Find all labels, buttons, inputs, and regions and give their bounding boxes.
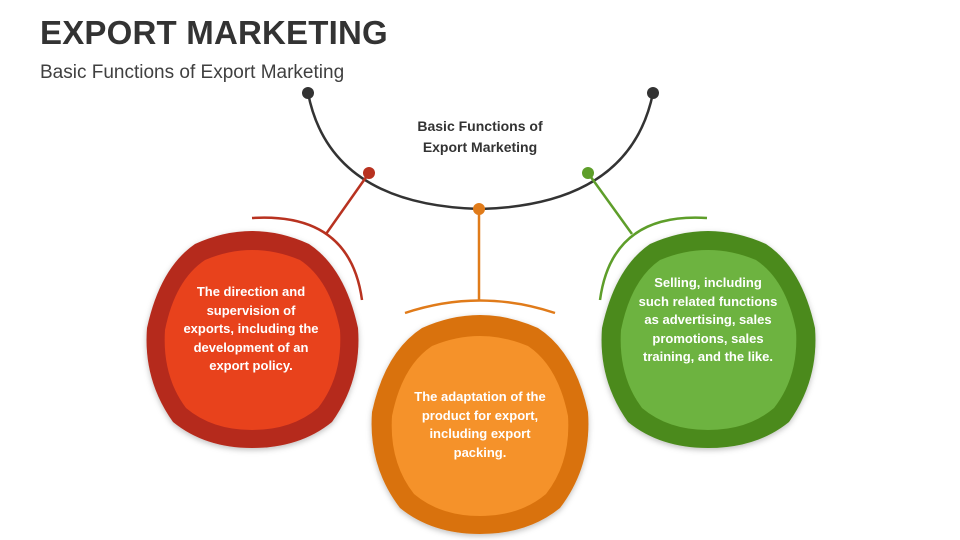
card-red-text: The direction and supervision of exports…: [183, 284, 319, 373]
accent-arc-green: [598, 216, 708, 301]
accent-arc-orange: [404, 299, 556, 315]
connector-dot-red: [363, 167, 375, 179]
card-orange: [371, 315, 589, 534]
center-label: Basic Functions of Export Marketing: [380, 116, 580, 158]
center-label-line2: Export Marketing: [422, 139, 538, 155]
card-green: [601, 231, 816, 448]
card-green-inner: [620, 250, 797, 430]
arc-endpoint-right: [647, 87, 659, 99]
card-orange-text: The adaptation of the product for export…: [414, 389, 546, 460]
page-title: EXPORT MARKETING: [40, 14, 388, 51]
page-subtitle: Basic Functions of Export Marketing: [40, 62, 345, 83]
arc-endpoint-left: [302, 87, 314, 99]
connector-green: [586, 172, 634, 235]
connector-dot-orange: [473, 203, 485, 215]
accent-arc-red: [251, 216, 364, 301]
card-orange-inner: [391, 336, 569, 516]
card-red: [146, 231, 359, 448]
card-green-text: Selling, including such related function…: [638, 275, 778, 364]
center-label-line1: Basic Functions of: [417, 118, 543, 134]
card-red-inner: [164, 250, 341, 430]
connector-dot-green: [582, 167, 594, 179]
connector-red: [324, 172, 371, 235]
